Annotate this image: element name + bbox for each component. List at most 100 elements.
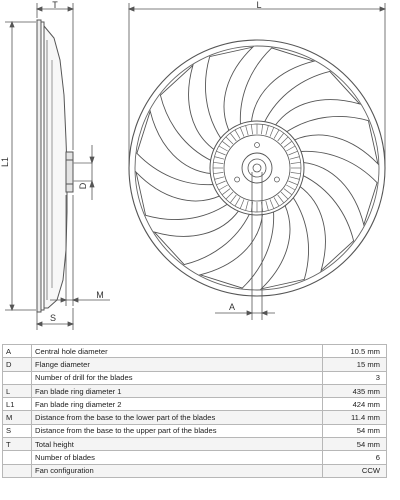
row-description: Central hole diameter [31, 343, 323, 359]
hub-fin [265, 200, 269, 211]
hub-fin [239, 199, 245, 209]
hub-fin [290, 172, 301, 175]
row-value: 15 mm [322, 357, 387, 372]
hub-fin [229, 132, 237, 142]
fan-blade [152, 209, 251, 266]
label-L1: L1 [0, 157, 10, 167]
hub-fin [277, 194, 285, 204]
hub-fin [286, 184, 296, 191]
row-value: CCW [322, 463, 387, 478]
hub-fin [289, 156, 300, 160]
label-A: A [229, 302, 235, 312]
fan-blade [135, 170, 229, 220]
hub-fin [280, 191, 289, 200]
fan-blade [298, 174, 355, 273]
hub-fin [221, 188, 231, 196]
row-value: 3 [322, 370, 387, 385]
row-symbol [2, 463, 32, 478]
dimension-L [127, 3, 387, 168]
row-symbol: L1 [2, 397, 32, 412]
row-symbol: S [2, 423, 32, 439]
dimension-L1 [5, 20, 36, 312]
hub-fin [229, 194, 237, 204]
hub-bolt-hole [234, 176, 240, 183]
row-symbol: D [2, 357, 32, 372]
row-value: 10.5 mm [322, 343, 387, 359]
hub-fin [289, 176, 300, 180]
row-symbol: L [2, 383, 32, 399]
label-D: D [78, 182, 88, 189]
row-description: Number of blades [31, 450, 323, 465]
fan-blade [299, 150, 378, 227]
dimension-S [35, 308, 75, 330]
hub-fin [214, 156, 225, 160]
hub-fin [239, 127, 245, 137]
hub-fin [213, 161, 224, 164]
dimension-M [50, 195, 110, 306]
fan-front-view [128, 39, 386, 297]
hub-fin [283, 140, 293, 148]
dimension-D [89, 145, 95, 200]
row-value: 54 mm [322, 437, 387, 452]
fan-blade [285, 116, 379, 166]
row-description: Total height [31, 437, 323, 452]
label-M: M [96, 290, 104, 300]
label-T: T [52, 0, 58, 10]
row-value: 435 mm [322, 383, 387, 399]
hub-fin [280, 136, 289, 145]
hub-fin [218, 145, 228, 152]
hub-fin [218, 184, 228, 191]
fan-technical-drawing: T L1 D M S [0, 0, 387, 330]
hub-fin [269, 199, 275, 209]
label-S: S [50, 313, 56, 323]
row-description: Fan blade ring diameter 1 [31, 383, 323, 399]
dimension-A [215, 172, 275, 320]
row-symbol: T [2, 437, 32, 452]
inner-ring [134, 45, 380, 291]
row-description: Number of drill for the blades [31, 370, 323, 385]
hub-fin [225, 136, 234, 145]
fan-blade [239, 47, 316, 126]
fan-blade [159, 63, 216, 162]
hub-fin [234, 197, 241, 207]
hub-fin [290, 161, 301, 164]
label-L: L [256, 0, 261, 10]
hub-bolt-hole [254, 142, 260, 148]
hub-fin [213, 172, 224, 175]
hub-fin [245, 125, 249, 136]
fan-side-view [36, 19, 92, 313]
row-description: Fan configuration [31, 463, 323, 478]
hub-fin [216, 180, 226, 186]
dimension-T [35, 3, 75, 150]
hub-fin [250, 124, 253, 135]
hub-fin [245, 200, 249, 211]
row-symbol: A [2, 343, 32, 359]
hub-fin [273, 129, 280, 139]
row-symbol [2, 450, 32, 465]
row-value: 54 mm [322, 423, 387, 439]
hub-fin [288, 150, 298, 156]
hub-fin [225, 191, 234, 200]
hub-fin [286, 145, 296, 152]
hub-fin [216, 150, 226, 156]
fan-blade [136, 109, 215, 186]
fan-blade [198, 210, 275, 289]
row-value: 6 [322, 450, 387, 465]
row-description: Distance from the base to the upper part… [31, 423, 323, 439]
row-description: Flange diameter [31, 357, 323, 372]
row-symbol [2, 370, 32, 385]
fan-blade [259, 196, 309, 290]
hub-fin [269, 127, 275, 137]
hub-fin [261, 124, 264, 135]
row-symbol: M [2, 410, 32, 425]
